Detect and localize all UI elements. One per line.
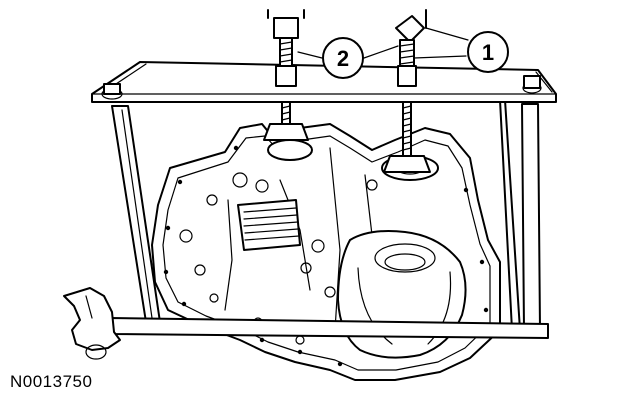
- arbor-post-left: [267, 9, 305, 19]
- frame-post-right: [521, 103, 541, 331]
- frame-post-left: [111, 105, 161, 323]
- callout-label-1: 1: [482, 40, 494, 65]
- support-plate: [91, 61, 557, 103]
- forcing-screw-right: [383, 15, 431, 173]
- callout-2: 2: [297, 37, 399, 79]
- transmission-case: [151, 123, 501, 381]
- forcing-screw-left: [263, 17, 309, 141]
- holding-fixture-bracket: [63, 287, 121, 360]
- callout-1: 1: [413, 27, 509, 73]
- figure-reference-number: N0013750: [10, 372, 93, 391]
- frame-post-rear: [499, 99, 521, 331]
- callout-label-2: 2: [337, 46, 349, 71]
